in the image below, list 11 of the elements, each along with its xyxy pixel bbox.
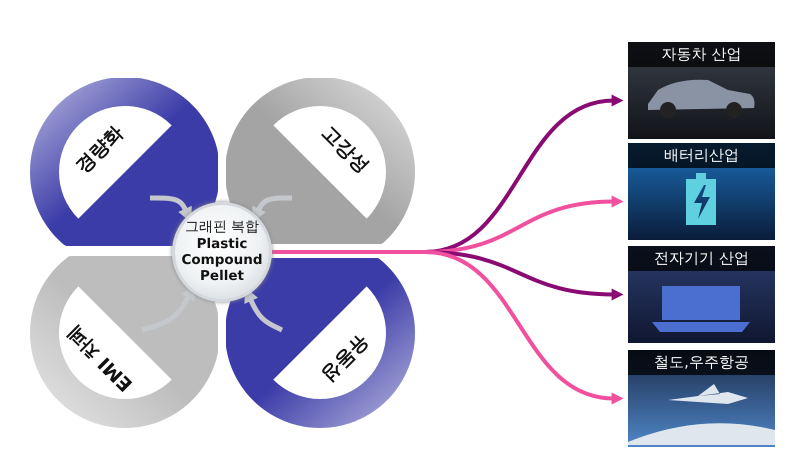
arrow bbox=[272, 250, 624, 404]
center-heading: 그래핀 복합 bbox=[184, 219, 260, 236]
photo-card bbox=[628, 350, 775, 447]
photo-title: 배터리산업 bbox=[628, 143, 775, 168]
photo-title: 철도,우주항공 bbox=[628, 350, 775, 375]
photo-title: 자동차 산업 bbox=[628, 42, 775, 67]
center-title: Plastic Compound Pellet bbox=[180, 236, 264, 285]
photo-card bbox=[628, 143, 775, 240]
photo-card bbox=[628, 246, 775, 343]
photo-card bbox=[628, 42, 775, 139]
photo-title: 전자기기 산업 bbox=[628, 246, 775, 271]
